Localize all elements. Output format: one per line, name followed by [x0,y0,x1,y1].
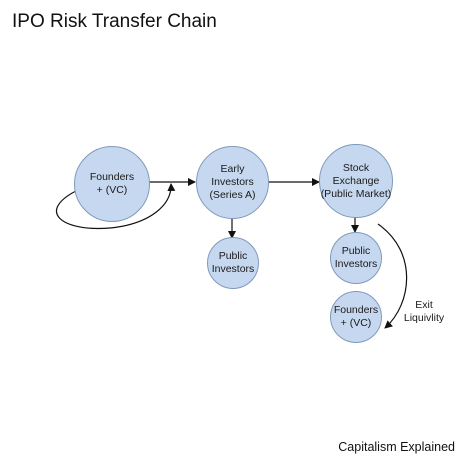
edge-exit-liquidity [377,223,408,329]
node-founders-vc-top: Founders + (VC) [74,146,150,222]
diagram-title: IPO Risk Transfer Chain [12,11,217,32]
node-public-investors-right: Public Investors [330,232,382,284]
edge-founders-self-loop [56,183,176,230]
node-stock-exchange: Stock Exchange (Public Market) [319,144,393,218]
node-public-investors-left: Public Investors [207,237,259,289]
node-early-investors: Early Investors (Series A) [196,146,269,219]
footer-caption: Capitalism Explained [338,440,455,454]
node-label: Public Investors [211,250,255,275]
node-label: Founders + (VC) [333,304,379,329]
node-founders-vc-bottom: Founders + (VC) [330,291,382,343]
node-label: Public Investors [334,245,378,270]
edge-label-exit-liquidity: Exit Liquivlity [403,299,445,324]
node-label: Founders + (VC) [89,171,135,196]
node-label: Early Investors (Series A) [209,163,256,201]
node-label: Stock Exchange (Public Market) [320,161,392,200]
